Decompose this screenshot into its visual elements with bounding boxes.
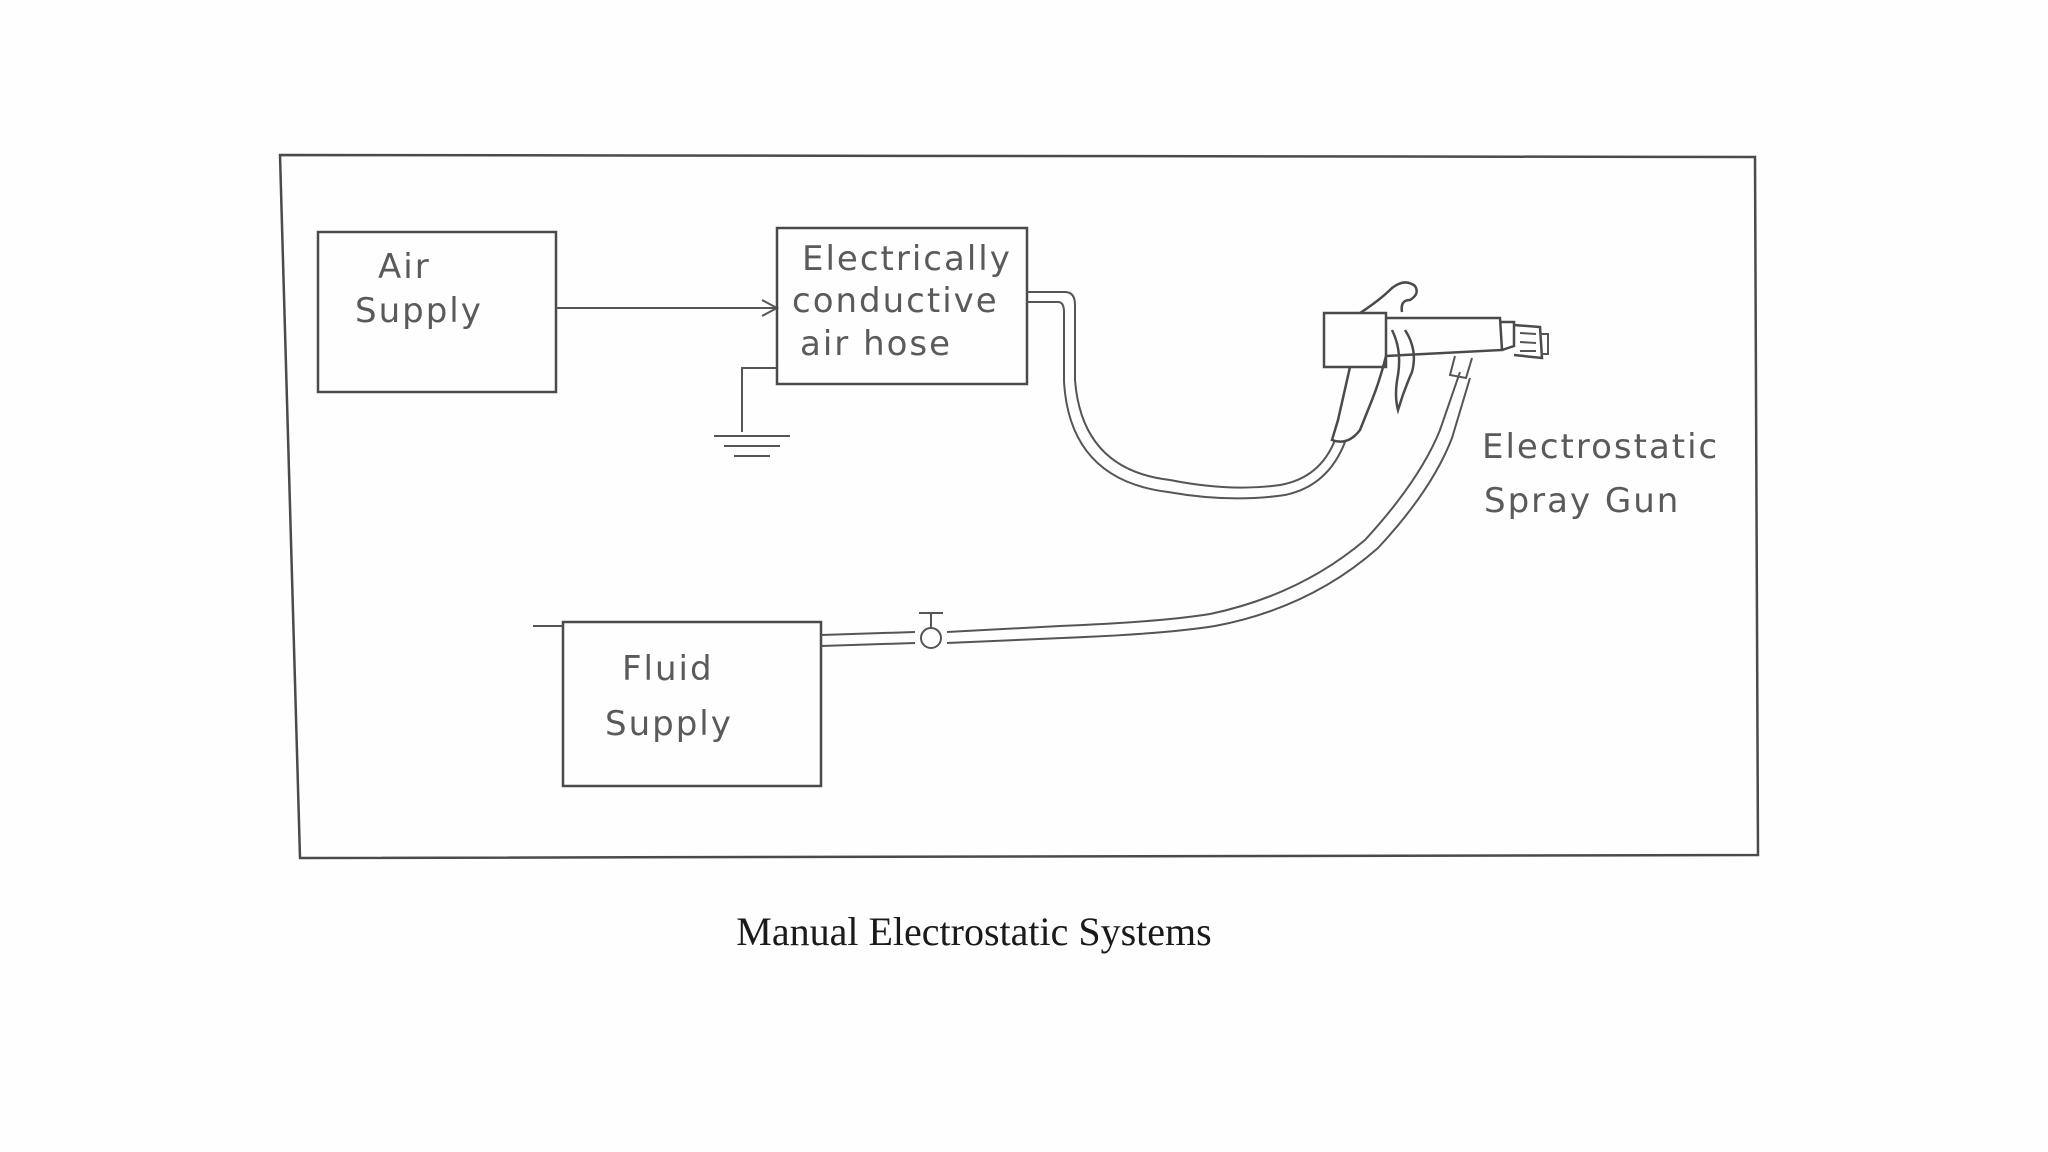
ground-symbol: [714, 367, 790, 457]
valve-icon: [919, 612, 943, 649]
air-hose-label-line3: air hose: [800, 324, 952, 364]
air-hose-line: [1027, 291, 1346, 500]
air-supply-label-line2: Supply: [355, 291, 483, 331]
air-supply-label-line1: Air: [378, 247, 431, 287]
spray-gun-label-line1: Electrostatic: [1482, 427, 1719, 467]
fluid-supply-label-line2: Supply: [605, 704, 733, 744]
diagram-frame: [278, 153, 1760, 860]
spray-gun-label-line2: Spray Gun: [1484, 481, 1680, 521]
air-supply-box: [316, 230, 558, 394]
spray-gun-icon: [1322, 281, 1549, 443]
diagram-caption: Manual Electrostatic Systems: [736, 909, 1212, 954]
air-hose-label-line1: Electrically: [802, 239, 1012, 279]
fluid-supply-label-line1: Fluid: [622, 649, 714, 689]
air-hose-label-line2: conductive: [792, 281, 999, 321]
fluid-supply-box: [561, 620, 823, 788]
air-hose-box: [775, 226, 1029, 386]
fluid-line: [820, 371, 1471, 647]
